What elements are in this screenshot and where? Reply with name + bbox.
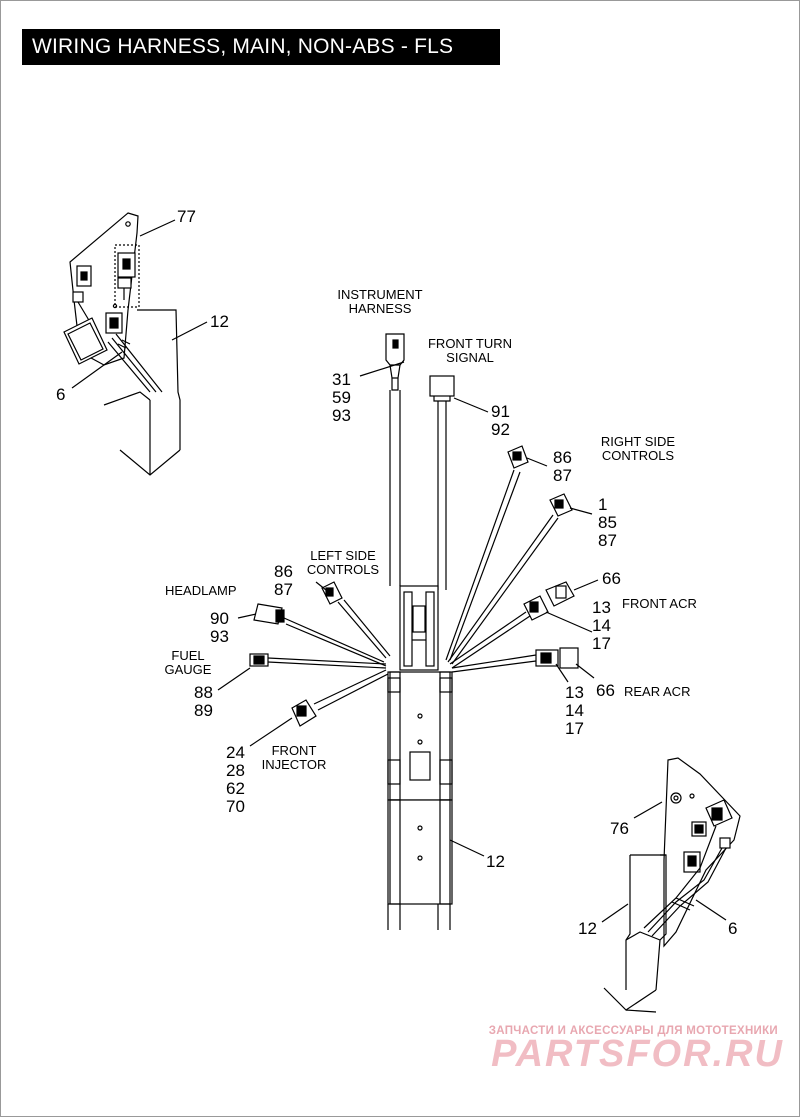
callout-12-mid: 12: [486, 852, 505, 871]
callout-90: 90: [210, 609, 229, 628]
callout-59: 59: [332, 388, 351, 407]
callout-13-b: 13: [565, 683, 584, 702]
callout-87-left: 87: [274, 580, 293, 599]
label-right-side-controls-2: CONTROLS: [602, 448, 675, 463]
callout-93-a: 93: [332, 406, 351, 425]
callout-87-right-2: 87: [598, 531, 617, 550]
label-front-acr: FRONT ACR: [622, 596, 697, 611]
callout-66-b: 66: [596, 681, 615, 700]
page-title: WIRING HARNESS, MAIN, NON-ABS - FLS: [22, 29, 500, 65]
callout-13-a: 13: [592, 598, 611, 617]
label-fuel-gauge-2: GAUGE: [165, 662, 212, 677]
watermark-tagline: ЗАПЧАСТИ И АКСЕССУАРЫ ДЛЯ МОТОТЕХНИКИ: [489, 1025, 778, 1037]
callout-85: 85: [598, 513, 617, 532]
main-harness: [217, 333, 599, 930]
callout-93-b: 93: [210, 627, 229, 646]
label-right-side-controls-1: RIGHT SIDE: [601, 434, 675, 449]
callout-62: 62: [226, 779, 245, 798]
callout-88: 88: [194, 683, 213, 702]
callout-28: 28: [226, 761, 245, 780]
label-left-side-controls-1: LEFT SIDE: [310, 548, 376, 563]
label-rear-acr: REAR ACR: [624, 684, 690, 699]
label-left-side-controls-2: CONTROLS: [307, 562, 380, 577]
label-front-injector-1: FRONT: [272, 743, 317, 758]
callout-12-bottom-right: 12: [578, 919, 597, 938]
label-front-injector-2: INJECTOR: [262, 757, 327, 772]
callout-14-a: 14: [592, 616, 611, 635]
callout-76: 76: [610, 819, 629, 838]
label-instrument-harness-2: HARNESS: [349, 301, 412, 316]
callout-17-b: 17: [565, 719, 584, 738]
callout-1: 1: [598, 495, 607, 514]
callout-77: 77: [177, 207, 196, 226]
callout-89: 89: [194, 701, 213, 720]
inset-top-left: [63, 212, 208, 476]
inset-bottom-right: [601, 757, 741, 1013]
callout-12-top: 12: [210, 312, 229, 331]
callout-6-left: 6: [56, 385, 65, 404]
label-fuel-gauge-1: FUEL: [171, 648, 204, 663]
callout-17-a: 17: [592, 634, 611, 653]
callout-66-a: 66: [602, 569, 621, 588]
callout-91: 91: [491, 402, 510, 421]
callout-86-right: 86: [553, 448, 572, 467]
label-headlamp: HEADLAMP: [165, 583, 237, 598]
callout-70: 70: [226, 797, 245, 816]
label-front-turn-signal-1: FRONT TURN: [428, 336, 512, 351]
callout-24: 24: [226, 743, 245, 762]
callout-14-b: 14: [565, 701, 584, 720]
label-front-turn-signal-2: SIGNAL: [446, 350, 494, 365]
callout-92: 92: [491, 420, 510, 439]
watermark-logo: PARTSFOR.RU: [491, 1033, 784, 1075]
label-instrument-harness-1: INSTRUMENT: [337, 287, 422, 302]
callout-87-right: 87: [553, 466, 572, 485]
callout-31: 31: [332, 370, 351, 389]
callout-86-left: 86: [274, 562, 293, 581]
callout-6-right: 6: [728, 919, 737, 938]
